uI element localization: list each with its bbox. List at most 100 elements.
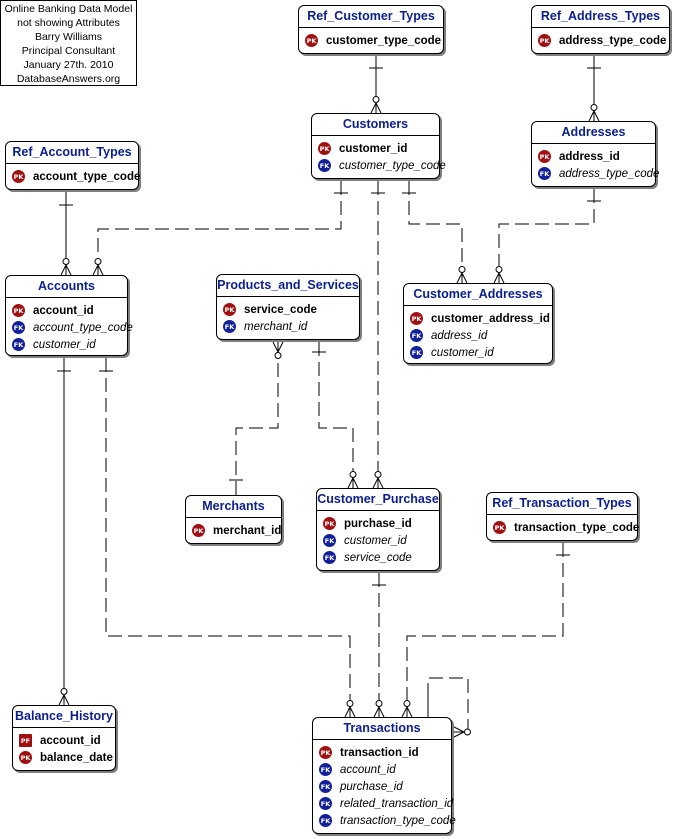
optional-marker	[458, 266, 466, 273]
foreign-key-icon: FK	[318, 159, 331, 172]
foreign-key-icon: FK	[319, 763, 332, 776]
attribute-row: PK customer_type_code	[305, 32, 443, 49]
entity-title: Ref_Customer_Types	[299, 6, 443, 28]
entity-title: Customers	[312, 114, 439, 136]
many-marker	[453, 731, 465, 738]
primary-key-icon: PK	[305, 34, 318, 47]
optional-marker	[346, 700, 354, 707]
primary-key-icon: PK	[538, 34, 551, 47]
entity-title: Addresses	[532, 122, 655, 144]
many-marker	[372, 477, 379, 489]
entity-title: Customer_Addresses	[404, 284, 552, 306]
many-marker	[65, 264, 72, 276]
many-marker	[97, 264, 104, 276]
note-line: DatabaseAnswers.org	[16, 73, 121, 85]
foreign-key-icon: FK	[319, 814, 332, 827]
primary-key-icon: PK	[410, 312, 423, 325]
attribute-name: balance_date	[40, 751, 113, 764]
note-line: Barry Williams	[34, 31, 103, 43]
attribute-name: related_transaction_id	[340, 797, 454, 810]
attribute-name: purchase_id	[340, 780, 403, 793]
entity-title: Accounts	[6, 276, 127, 298]
attribute-row: FK customer_id	[410, 344, 552, 361]
attribute-row: FK service_code	[323, 549, 439, 566]
relationship-line	[498, 189, 595, 283]
attribute-name: customer_id	[431, 346, 494, 359]
relationship-line	[97, 181, 342, 275]
attribute-row: PK purchase_id	[323, 515, 439, 532]
many-marker	[92, 264, 99, 276]
primary-key-icon: PK	[323, 517, 336, 530]
foreign-key-icon: FK	[319, 780, 332, 793]
many-marker	[401, 706, 408, 718]
primary-key-icon: PK	[318, 142, 331, 155]
attribute-name: account_id	[340, 763, 396, 776]
relationship-line	[406, 543, 564, 717]
attribute-name: customer_type_code	[339, 159, 446, 172]
primary-key-icon: PK	[12, 304, 25, 317]
foreign-key-icon: FK	[12, 321, 25, 334]
attribute-name: customer_type_code	[326, 34, 442, 47]
attribute-row: FK customer_type_code	[318, 157, 446, 174]
attribute-name: transaction_type_code	[514, 521, 640, 534]
attribute-name: customer_id	[339, 142, 408, 155]
attribute-name: service_code	[344, 551, 412, 564]
many-marker	[58, 694, 65, 706]
attribute-name: customer_id	[344, 534, 407, 547]
entity-title: Merchants	[186, 496, 281, 518]
foreign-key-icon: FK	[223, 320, 236, 333]
attribute-row: FK purchase_id	[319, 778, 451, 795]
foreign-key-icon: FK	[323, 551, 336, 564]
attribute-row: PK address_type_code	[538, 32, 669, 49]
many-marker	[461, 272, 468, 284]
attribute-name: address_type_code	[559, 34, 667, 47]
attribute-name: account_id	[33, 304, 94, 317]
model-info-note: Online Banking Data Model not showing At…	[0, 0, 137, 86]
many-marker	[370, 102, 377, 114]
attribute-name: merchant_id	[213, 524, 282, 537]
optional-marker	[60, 688, 68, 695]
relationship-line	[318, 342, 354, 488]
relationship-line	[408, 181, 463, 283]
entity-title: Ref_Account_Types	[6, 142, 138, 164]
attribute-name: purchase_id	[344, 517, 412, 530]
foreign-key-icon: FK	[410, 329, 423, 342]
note-line: January 27th. 2010	[23, 59, 114, 71]
entity-title: Ref_Transaction_Types	[487, 493, 637, 515]
attribute-row: PK customer_id	[318, 140, 439, 157]
many-marker	[272, 341, 279, 353]
many-marker	[378, 706, 385, 718]
optional-marker	[349, 471, 357, 478]
optional-marker	[590, 104, 598, 111]
entity-title: Transactions	[313, 718, 451, 740]
many-marker	[593, 110, 600, 122]
foreign-key-icon: FK	[410, 346, 423, 359]
